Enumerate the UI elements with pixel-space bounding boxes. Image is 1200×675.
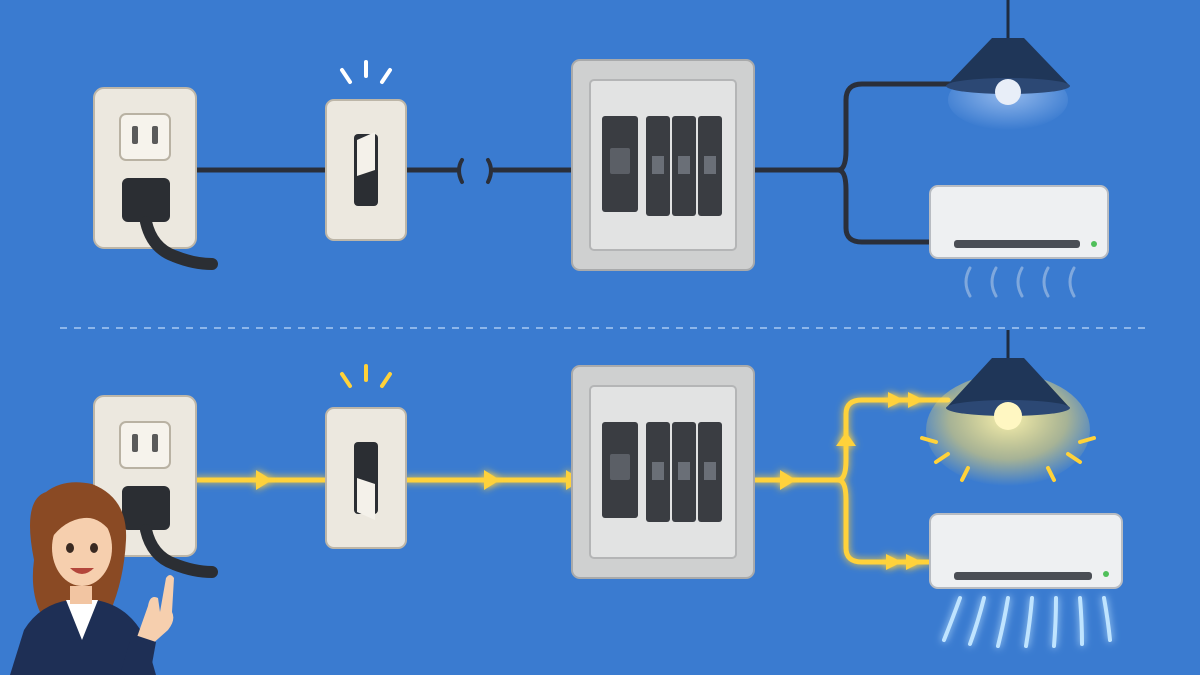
- flow-arrow: [484, 470, 500, 490]
- ac-airflow-on: [942, 596, 1112, 648]
- light-switch-icon: [325, 99, 407, 241]
- top-circuit: [93, 0, 1109, 298]
- pendant-lamp-icon: [920, 330, 1096, 486]
- flow-arrow: [780, 470, 796, 490]
- flow-arrow: [836, 432, 856, 446]
- bottom-wire-to-lamp: [835, 397, 951, 483]
- flow-arrow: [908, 392, 924, 408]
- ac-airflow-off: [964, 266, 1076, 298]
- flow-arrow: [906, 554, 922, 570]
- breaker-panel-icon: [571, 59, 755, 271]
- lamp-light-rays: [920, 436, 1096, 482]
- broken-wire-icon: [457, 158, 493, 184]
- switch-spark-lines: [340, 60, 392, 84]
- flow-arrow: [888, 392, 904, 408]
- air-conditioner-icon: [929, 513, 1123, 589]
- flow-arrow: [886, 554, 902, 570]
- switch-spark-lines: [340, 364, 392, 388]
- wall-outlet-icon: [93, 87, 218, 270]
- plug-icon: [122, 178, 218, 270]
- flow-arrow: [256, 470, 272, 490]
- pendant-lamp-icon: [946, 0, 1070, 130]
- top-wire-to-lamp: [835, 81, 953, 173]
- breaker-panel-icon: [571, 365, 755, 579]
- light-switch-icon: [325, 407, 407, 549]
- presenter-person-icon: [10, 482, 174, 675]
- plug-icon: [122, 486, 218, 578]
- bottom-wire-to-ac: [835, 477, 933, 565]
- bottom-circuit: [93, 330, 1123, 648]
- air-conditioner-icon: [929, 185, 1109, 259]
- current-flow-arrows: [256, 392, 924, 570]
- top-wires: [193, 81, 953, 245]
- top-wire-to-ac: [835, 167, 933, 245]
